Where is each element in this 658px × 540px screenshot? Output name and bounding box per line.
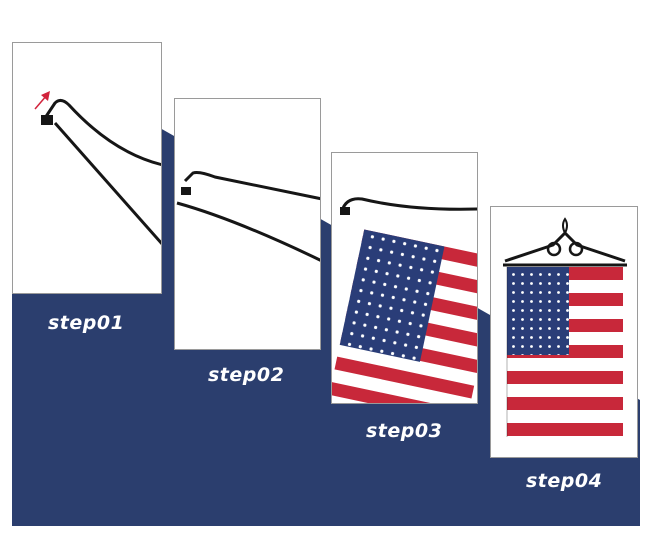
bent-hanger-rod-icon <box>41 98 161 246</box>
step02-panel <box>174 98 321 350</box>
step04-panel <box>490 206 638 458</box>
step01-label: step01 <box>48 312 125 334</box>
assembled-flag-hanger-icon <box>503 217 627 437</box>
hanger-rod-cap-icon <box>176 171 320 262</box>
step02-label: step02 <box>208 364 285 386</box>
step04-label: step04 <box>526 470 603 492</box>
step03-panel <box>331 152 478 404</box>
step01-panel <box>12 42 162 294</box>
step03-label: step03 <box>366 420 443 442</box>
arrow-icon <box>34 91 50 110</box>
flag-on-rod-icon <box>332 197 477 403</box>
